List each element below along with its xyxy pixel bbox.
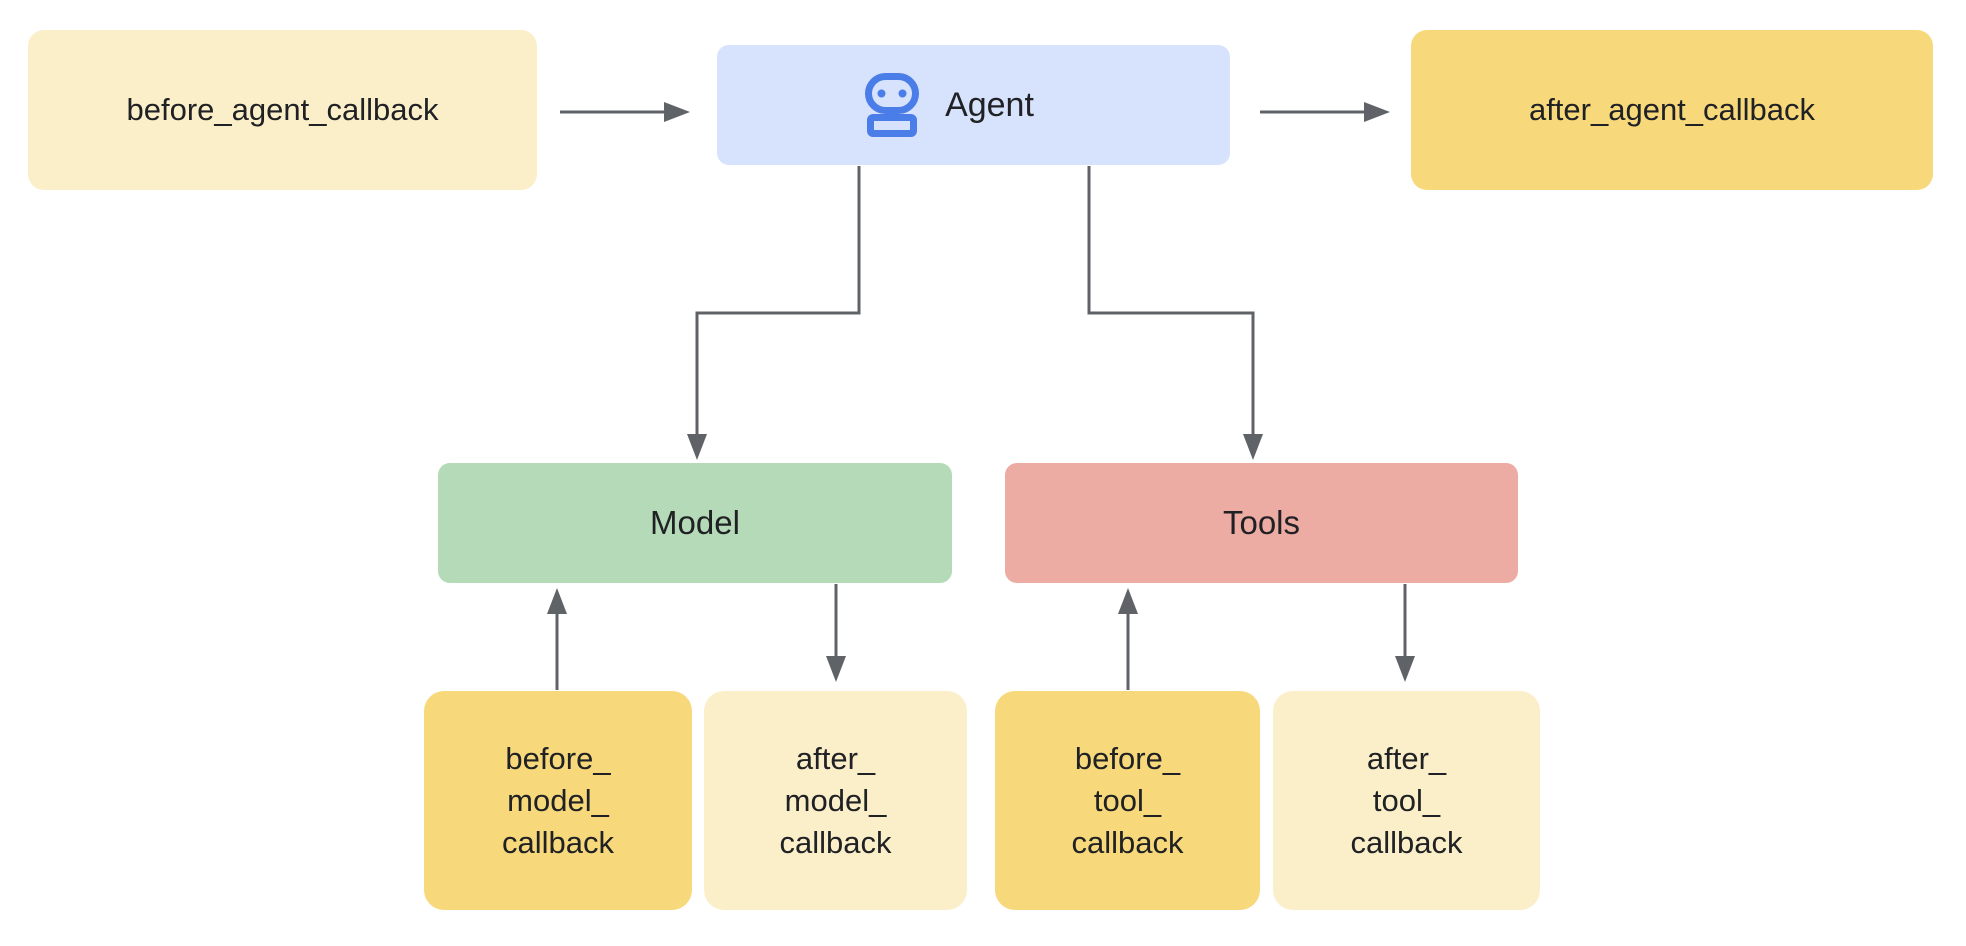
node-label-line: after_ (1366, 740, 1447, 776)
node-label: Tools (1222, 504, 1301, 541)
node-label-line: tool_ (1093, 782, 1162, 818)
robot-icon (865, 73, 920, 137)
node-label-line: callback (1350, 824, 1463, 860)
node-after-tool-callback: after_ tool_ callback (1273, 691, 1540, 910)
node-tools: Tools (1005, 463, 1518, 583)
node-label-line: callback (779, 824, 892, 860)
node-label-line: model_ (784, 782, 887, 818)
node-label-line: before_ (505, 740, 611, 776)
node-label: after_agent_callback (1528, 92, 1816, 127)
node-label: Agent (945, 85, 1034, 124)
node-before-agent-callback: before_agent_callback (28, 30, 537, 190)
edge-agent-to-model (687, 166, 861, 460)
node-label-line: callback (1071, 824, 1184, 860)
edge-agent-to-tools (1087, 166, 1263, 460)
node-label-line: model_ (507, 782, 609, 818)
node-after-agent-callback: after_agent_callback (1411, 30, 1933, 190)
node-label-line: after_ (795, 740, 876, 776)
node-before-tool-callback: before_ tool_ callback (995, 691, 1260, 910)
node-label-line: callback (502, 824, 614, 860)
node-model: Model (438, 463, 952, 583)
node-before-model-callback: before_ model_ callback (424, 691, 692, 910)
node-label-line: tool_ (1372, 782, 1441, 818)
node-agent: Agent (717, 45, 1230, 165)
node-after-model-callback: after_ model_ callback (704, 691, 967, 910)
node-label: before_agent_callback (126, 92, 439, 127)
node-label: Model (650, 504, 740, 541)
node-label-line: before_ (1074, 740, 1181, 776)
